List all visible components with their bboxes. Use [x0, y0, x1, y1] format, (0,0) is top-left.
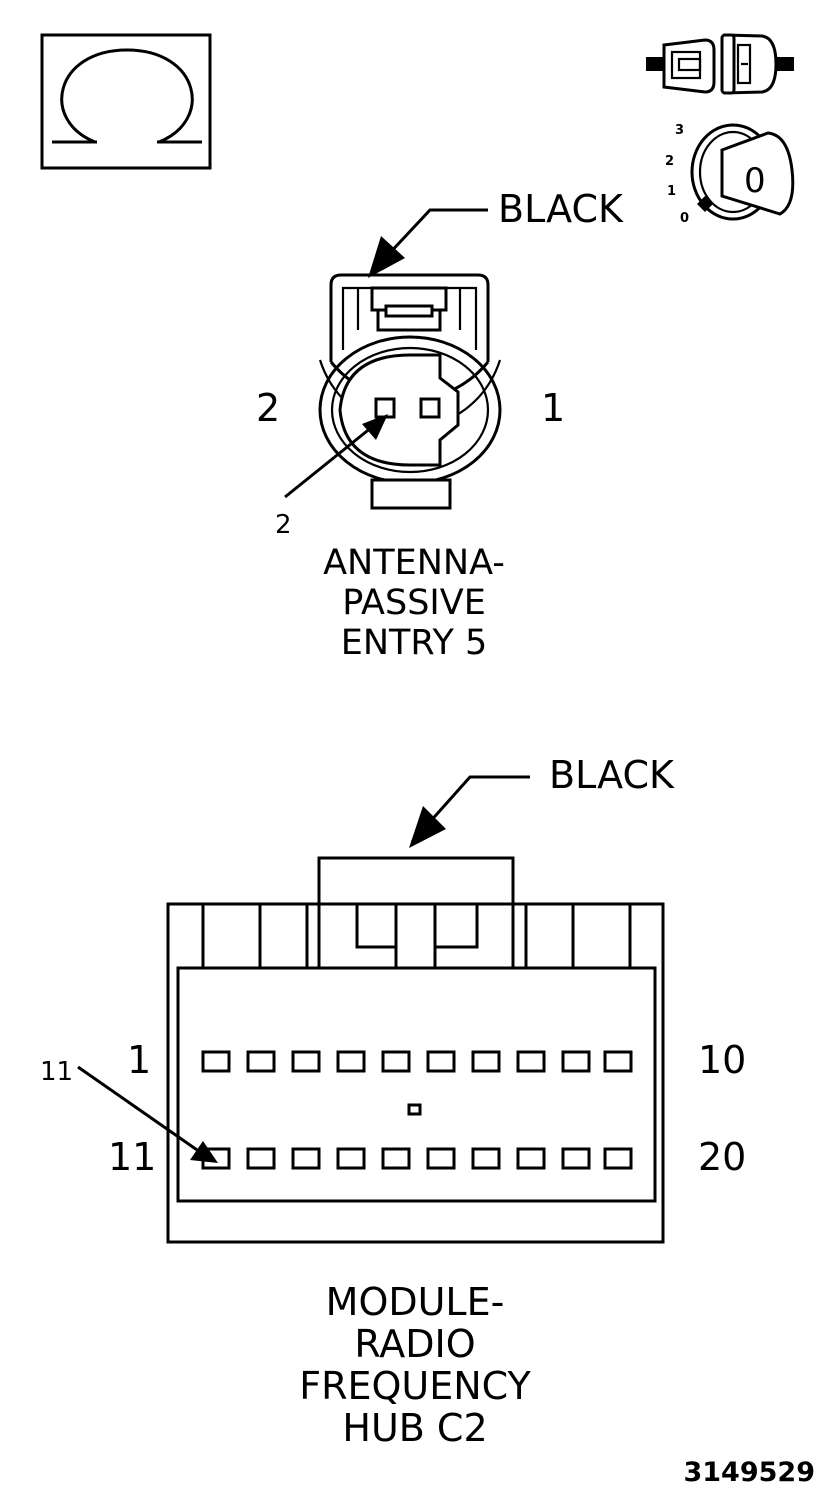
disconnected-connector-icon	[646, 33, 794, 95]
ignition-position-0: 0	[680, 211, 689, 226]
rf-hub-pin-12	[246, 1147, 276, 1170]
antenna-pin-right-label: 1	[541, 386, 565, 430]
rf-hub-name-line-4: HUB C2	[342, 1406, 487, 1450]
antenna-name-line-2: PASSIVE	[342, 583, 486, 623]
rf-hub-row1-start-label: 1	[127, 1038, 151, 1082]
rf-hub-row1-end-label: 10	[698, 1038, 746, 1082]
rf-hub-pin-5	[381, 1050, 411, 1073]
rf-hub-pin-13	[291, 1147, 321, 1170]
rf-hub-name-line-2: RADIO	[354, 1322, 475, 1366]
rf-hub-name-line-3: FREQUENCY	[299, 1364, 531, 1408]
rf-hub-callout-pin-label: 11	[40, 1057, 73, 1087]
rf-hub-pin-20	[603, 1147, 633, 1170]
rf-hub-connector: BLACK	[40, 753, 746, 1450]
antenna-pin-2	[374, 397, 396, 419]
rf-hub-row2-end-label: 20	[698, 1135, 746, 1179]
rf-hub-pin-3	[291, 1050, 321, 1073]
rf-hub-color-callout-arrow	[409, 806, 446, 848]
rf-hub-pin-15	[381, 1147, 411, 1170]
rf-hub-pin-row-2	[201, 1147, 633, 1170]
rf-hub-pin-7	[471, 1050, 501, 1073]
rf-hub-pin-9	[561, 1050, 591, 1073]
ignition-position-2: 2	[665, 154, 674, 169]
antenna-pin-1	[419, 397, 441, 419]
ohm-meter-icon	[40, 33, 212, 170]
rf-hub-name-line-1: MODULE-	[326, 1280, 505, 1324]
antenna-name-line-1: ANTENNA-	[323, 543, 505, 583]
rf-hub-pin-10	[603, 1050, 633, 1073]
color-callout-arrow	[368, 236, 405, 278]
antenna-connector: BLACK 2 1 2 ANTENNA- PASSIVE ENTRY 5	[256, 187, 624, 663]
rf-hub-pin-14	[336, 1147, 366, 1170]
rf-hub-pin-16	[426, 1147, 456, 1170]
rf-hub-pin-18	[516, 1147, 546, 1170]
rf-hub-pin-6	[426, 1050, 456, 1073]
rf-hub-pin-17	[471, 1147, 501, 1170]
rf-hub-pin-4	[336, 1050, 366, 1073]
rf-hub-pin-row-1	[201, 1050, 633, 1073]
ignition-position-3: 3	[675, 123, 684, 138]
rf-hub-pin-2	[246, 1050, 276, 1073]
antenna-callout-pin-label: 2	[275, 510, 292, 540]
antenna-pin-left-label: 2	[256, 386, 280, 430]
rf-hub-pin-8	[516, 1050, 546, 1073]
antenna-name-line-3: ENTRY 5	[341, 623, 488, 663]
figure-number: 3149529	[683, 1457, 815, 1488]
ignition-off-icon: 3 2 1 0 0	[665, 123, 795, 226]
rf-hub-row2-start-label: 11	[108, 1135, 156, 1179]
rf-hub-pin-callout-arrow	[190, 1141, 218, 1163]
ignition-position-1: 1	[667, 184, 676, 199]
ignition-key-label: 0	[744, 161, 766, 201]
antenna-color-label: BLACK	[498, 187, 624, 231]
rf-hub-pin-19	[561, 1147, 591, 1170]
rf-hub-pin-1	[201, 1050, 231, 1073]
rf-hub-color-label: BLACK	[549, 753, 675, 797]
antenna-pin-callout-arrow	[362, 414, 388, 440]
